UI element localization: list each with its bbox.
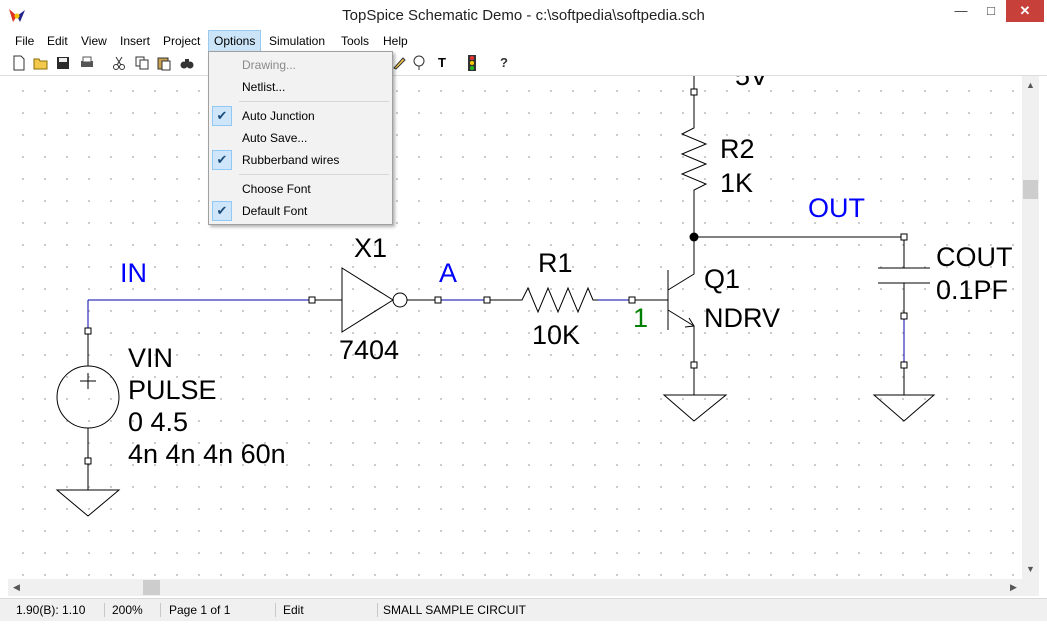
menu-options[interactable]: Options <box>208 30 262 52</box>
q1-model-label[interactable]: NDRV <box>704 303 781 333</box>
scroll-corner <box>1022 579 1039 596</box>
pencil-icon[interactable] <box>391 55 407 71</box>
horizontal-scroll-thumb[interactable] <box>143 580 160 595</box>
scroll-up-arrow[interactable]: ▲ <box>1026 80 1035 90</box>
net-label-in[interactable]: IN <box>120 258 147 288</box>
print-icon[interactable] <box>79 55 95 71</box>
text-icon[interactable]: T <box>438 55 446 70</box>
help-icon[interactable]: ? <box>500 55 508 70</box>
vin-name-label: VIN <box>128 343 174 373</box>
menu-file[interactable]: File <box>15 34 35 48</box>
minimize-button[interactable]: — <box>954 3 968 18</box>
scroll-left-arrow[interactable]: ◀ <box>13 582 20 592</box>
vertical-scroll-thumb[interactable] <box>1023 180 1038 199</box>
vin-param-line1: 0 4.5 <box>128 407 189 437</box>
cout-value-label[interactable]: 0.1PF <box>936 275 1009 305</box>
menu-bar: File Edit View Insert Project Options Si… <box>0 30 1047 52</box>
menu-item-label: Default Font <box>242 204 308 218</box>
menu-item-auto-save[interactable]: Auto Save... <box>209 127 392 149</box>
copy-icon[interactable] <box>134 55 150 71</box>
horizontal-scrollbar[interactable]: ◀ ▶ <box>8 579 1022 596</box>
status-description: SMALL SAMPLE CIRCUIT <box>383 603 526 617</box>
menu-insert[interactable]: Insert <box>120 34 151 48</box>
menu-item-auto-junction[interactable]: ✔ Auto Junction <box>209 105 392 127</box>
new-file-icon[interactable] <box>11 55 27 71</box>
vin-type-label: PULSE <box>128 375 217 405</box>
x1-type-label[interactable]: 7404 <box>339 335 400 365</box>
menu-item-label: Netlist... <box>242 80 286 94</box>
vertical-scrollbar[interactable]: ▲ ▼ <box>1022 76 1039 579</box>
net-label-out[interactable]: OUT <box>808 193 865 223</box>
menu-item-label: Auto Junction <box>242 109 315 123</box>
paste-icon[interactable] <box>156 55 172 71</box>
vin-param-line2: 4n 4n 4n 60n <box>128 439 286 469</box>
status-page: Page 1 of 1 <box>165 603 276 617</box>
menu-item-label: Choose Font <box>242 182 311 196</box>
find-icon[interactable] <box>179 55 195 71</box>
checkmark-icon: ✔ <box>212 106 232 126</box>
maximize-button[interactable]: □ <box>987 3 995 18</box>
options-menu: Drawing... Netlist... ✔ Auto Junction Au… <box>208 51 393 225</box>
save-icon[interactable] <box>55 55 71 71</box>
schematic-canvas[interactable]: IN A OUT 1 5V X1 7404 R1 10K R2 1K Q1 ND… <box>8 76 1022 579</box>
menu-project[interactable]: Project <box>163 34 201 48</box>
probe-icon[interactable] <box>411 55 427 71</box>
menu-separator <box>239 101 389 102</box>
cout-name-label[interactable]: COUT <box>936 242 1013 272</box>
menu-help[interactable]: Help <box>383 34 408 48</box>
menu-item-default-font[interactable]: ✔ Default Font <box>209 200 392 222</box>
menu-item-netlist[interactable]: Netlist... <box>209 76 392 98</box>
menu-edit[interactable]: Edit <box>47 34 68 48</box>
supply-label[interactable]: 5V <box>735 76 769 91</box>
scroll-down-arrow[interactable]: ▼ <box>1026 564 1035 574</box>
menu-item-label: Auto Save... <box>242 131 308 145</box>
net-label-a[interactable]: A <box>439 258 458 288</box>
vin-label-block[interactable]: VIN PULSE 0 4.5 4n 4n 4n 60n <box>128 342 286 470</box>
window-title: TopSpice Schematic Demo - c:\softpedia\s… <box>342 7 705 24</box>
menu-view[interactable]: View <box>81 34 107 48</box>
x1-name-label[interactable]: X1 <box>354 233 388 263</box>
status-coords: 1.90(B): 1.10 <box>12 603 105 617</box>
menu-item-label: Drawing... <box>242 58 297 72</box>
status-mode: Edit <box>279 603 378 617</box>
checkmark-icon: ✔ <box>212 201 232 221</box>
cut-icon[interactable] <box>111 55 127 71</box>
status-bar: 1.90(B): 1.10 200% Page 1 of 1 Edit SMAL… <box>0 598 1047 621</box>
schematic-drawing <box>55 76 936 517</box>
scroll-right-arrow[interactable]: ▶ <box>1010 582 1017 592</box>
toolbar: T ? <box>0 51 1047 76</box>
menu-separator <box>239 174 389 175</box>
title-bar: TopSpice Schematic Demo - c:\softpedia\s… <box>0 0 1047 32</box>
close-button[interactable]: ✕ <box>1006 0 1044 22</box>
menu-tools[interactable]: Tools <box>341 34 370 48</box>
q1-name-label[interactable]: Q1 <box>704 264 741 294</box>
r1-value-label[interactable]: 10K <box>532 320 581 350</box>
menu-item-label: Rubberband wires <box>242 153 340 167</box>
r2-name-label[interactable]: R2 <box>720 134 755 164</box>
open-folder-icon[interactable] <box>33 55 49 71</box>
menu-item-choose-font[interactable]: Choose Font <box>209 178 392 200</box>
menu-item-drawing[interactable]: Drawing... <box>209 54 392 76</box>
menu-item-rubberband-wires[interactable]: ✔ Rubberband wires <box>209 149 392 171</box>
menu-simulation[interactable]: Simulation <box>269 34 326 48</box>
traffic-light-icon[interactable] <box>464 55 480 71</box>
checkmark-icon: ✔ <box>212 150 232 170</box>
r1-name-label[interactable]: R1 <box>538 248 573 278</box>
node-label-1[interactable]: 1 <box>633 303 649 333</box>
app-icon[interactable] <box>8 6 26 24</box>
r2-value-label[interactable]: 1K <box>720 168 754 198</box>
status-zoom: 200% <box>108 603 161 617</box>
